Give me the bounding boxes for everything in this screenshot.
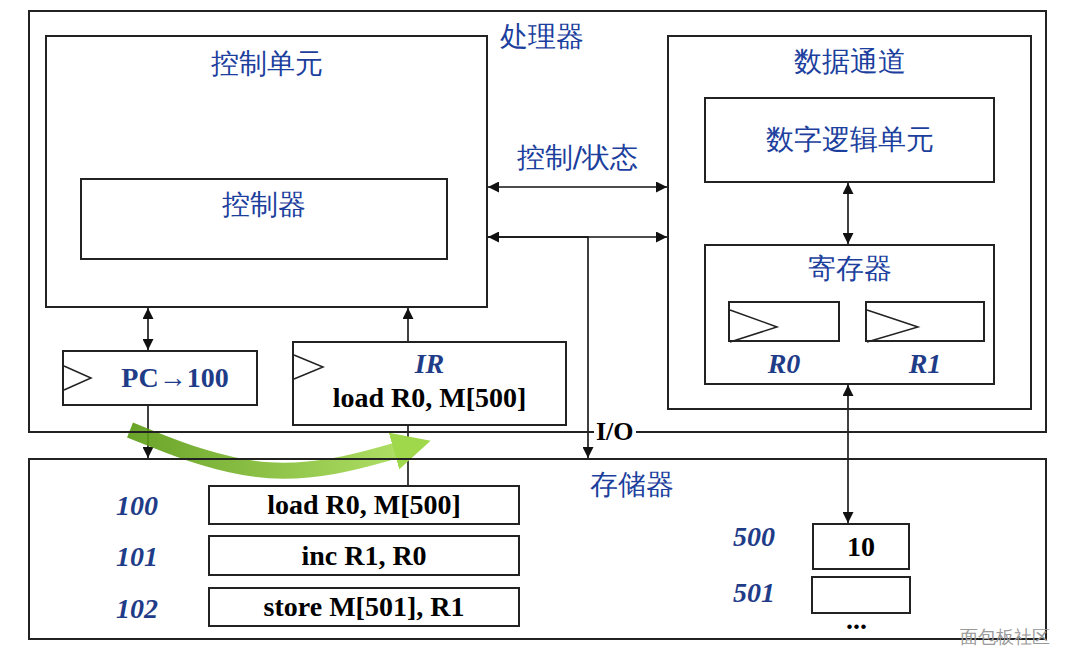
bus-connector — [407, 426, 409, 485]
clock-symbol — [867, 310, 918, 342]
bus-connector — [407, 308, 409, 341]
register-file-box: 寄存器R0R1 — [704, 244, 995, 385]
register-box: PC→100 — [62, 350, 258, 406]
node-text: 控制器 — [222, 188, 306, 222]
address-label: 100 — [116, 489, 158, 523]
node-text: 数据通道 — [794, 45, 906, 79]
node-text: 10 — [847, 530, 875, 564]
bus-connector — [847, 385, 849, 523]
clock-symbol — [730, 310, 777, 342]
flow-arrow — [130, 430, 405, 471]
node-text: R0 — [768, 347, 801, 381]
register-box: R0 — [728, 301, 840, 342]
node-text: store M[501], R1 — [264, 590, 465, 624]
bus-connector — [847, 183, 849, 244]
edge-label: 控制/状态 — [517, 141, 638, 175]
bus-label: I/O — [594, 416, 636, 447]
controller-box: 控制器 — [80, 178, 448, 260]
bus-connector — [147, 308, 149, 350]
node-text: load R0, M[500] — [333, 381, 527, 415]
bus-connector — [488, 186, 667, 188]
node-text: 处理器 — [500, 20, 584, 54]
logic-unit-box: 数字逻辑单元 — [704, 97, 995, 183]
address-label: 501 — [733, 576, 775, 610]
control-unit-box: 控制单元控制器 — [45, 35, 488, 308]
address-label: 101 — [116, 540, 158, 574]
node-text: IR — [415, 347, 445, 381]
datapath-box: 数据通道数字逻辑单元寄存器R0R1 — [667, 35, 1032, 410]
ellipsis-label: ... — [846, 603, 867, 637]
memory-cell: inc R1, R0 — [208, 535, 520, 576]
node-text: load R0, M[500] — [267, 488, 461, 522]
node-text: R1 — [909, 347, 942, 381]
register-box: R1 — [865, 301, 985, 342]
address-label: 500 — [733, 520, 775, 554]
connectors — [130, 183, 848, 523]
node-text: 寄存器 — [808, 252, 892, 286]
node-text: PC→100 — [121, 361, 228, 395]
memory-cell: 10 — [812, 523, 910, 570]
clock-symbol — [64, 366, 91, 390]
node-text: 存储器 — [590, 468, 674, 502]
node-text: 控制单元 — [211, 47, 323, 81]
clock-symbol — [294, 355, 323, 379]
instruction-register: IRload R0, M[500] — [292, 341, 567, 426]
processor-box: 处理器控制单元控制器 PC→100 IRload R0, M[500] 数据通道数字逻… — [28, 10, 1047, 433]
memory-box: 存储器 load R0, M[500] inc R1, R0 store M[501]… — [28, 458, 1047, 640]
memory-cell: load R0, M[500] — [208, 485, 520, 525]
node-text: 数字逻辑单元 — [766, 123, 934, 157]
address-label: 102 — [116, 592, 158, 626]
node-text: inc R1, R0 — [301, 539, 426, 573]
watermark: 面包板社区 — [960, 626, 1050, 648]
memory-cell: store M[501], R1 — [208, 587, 520, 627]
